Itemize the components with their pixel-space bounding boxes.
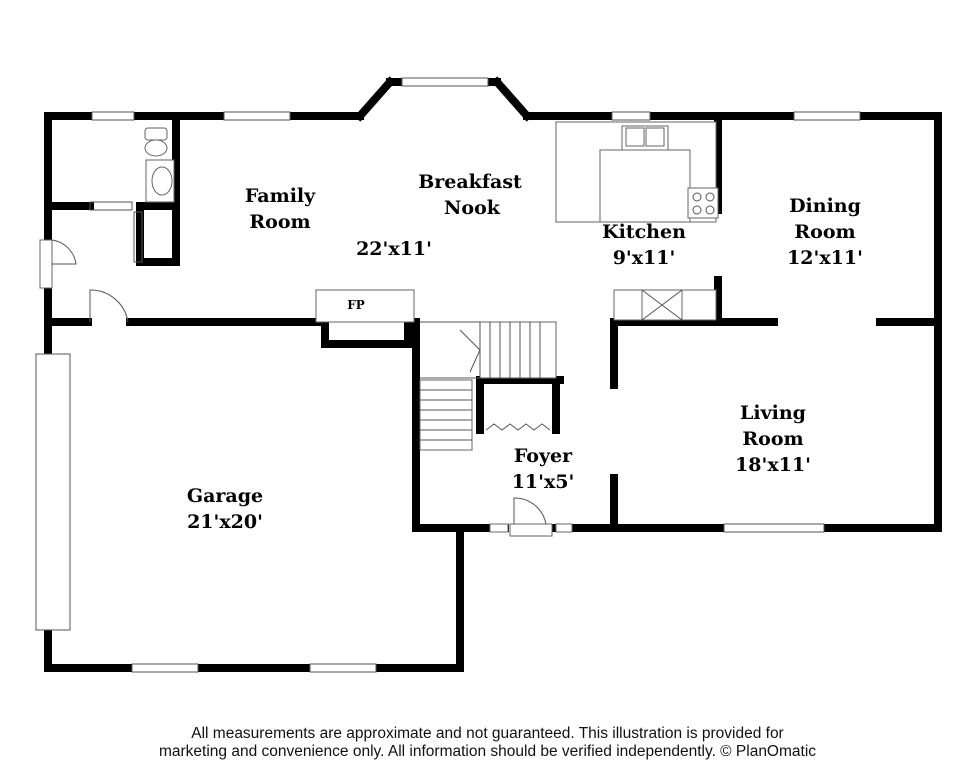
living-room-dims: 18'x11' (735, 454, 811, 476)
breakfast-nook-label-2: Nook (444, 197, 501, 219)
kitchen-dims: 9'x11' (613, 247, 676, 269)
kitchen-label: Kitchen (602, 221, 686, 243)
disclaimer-line-1: All measurements are approximate and not… (191, 725, 784, 742)
windows (35, 77, 861, 673)
disclaimer-line-2: marketing and convenience only. All info… (158, 743, 817, 760)
doors (39, 239, 573, 537)
disclaimer: All measurements are approximate and not… (0, 725, 975, 761)
breakfast-nook-dims: 22'x11' (356, 238, 432, 260)
foyer-dims: 11'x5' (512, 471, 575, 493)
walls (44, 76, 942, 672)
breakfast-nook-label-1: Breakfast (418, 171, 522, 193)
foyer-label: Foyer (514, 445, 573, 467)
family-room-label-1: Family (245, 185, 316, 207)
dining-room-dims: 12'x11' (787, 247, 863, 269)
garage-label: Garage (187, 485, 263, 507)
dining-room-label-2: Room (794, 221, 855, 243)
fixtures (89, 121, 719, 451)
dining-room-label-1: Dining (789, 195, 861, 217)
fireplace-label: FP (347, 298, 365, 312)
living-room-label-1: Living (740, 402, 806, 424)
floor-plan: Family Room Breakfast Nook 22'x11' Kitch… (35, 76, 942, 673)
living-room-label-2: Room (742, 428, 803, 450)
garage-dims: 21'x20' (187, 511, 263, 533)
family-room-label-2: Room (249, 211, 310, 233)
